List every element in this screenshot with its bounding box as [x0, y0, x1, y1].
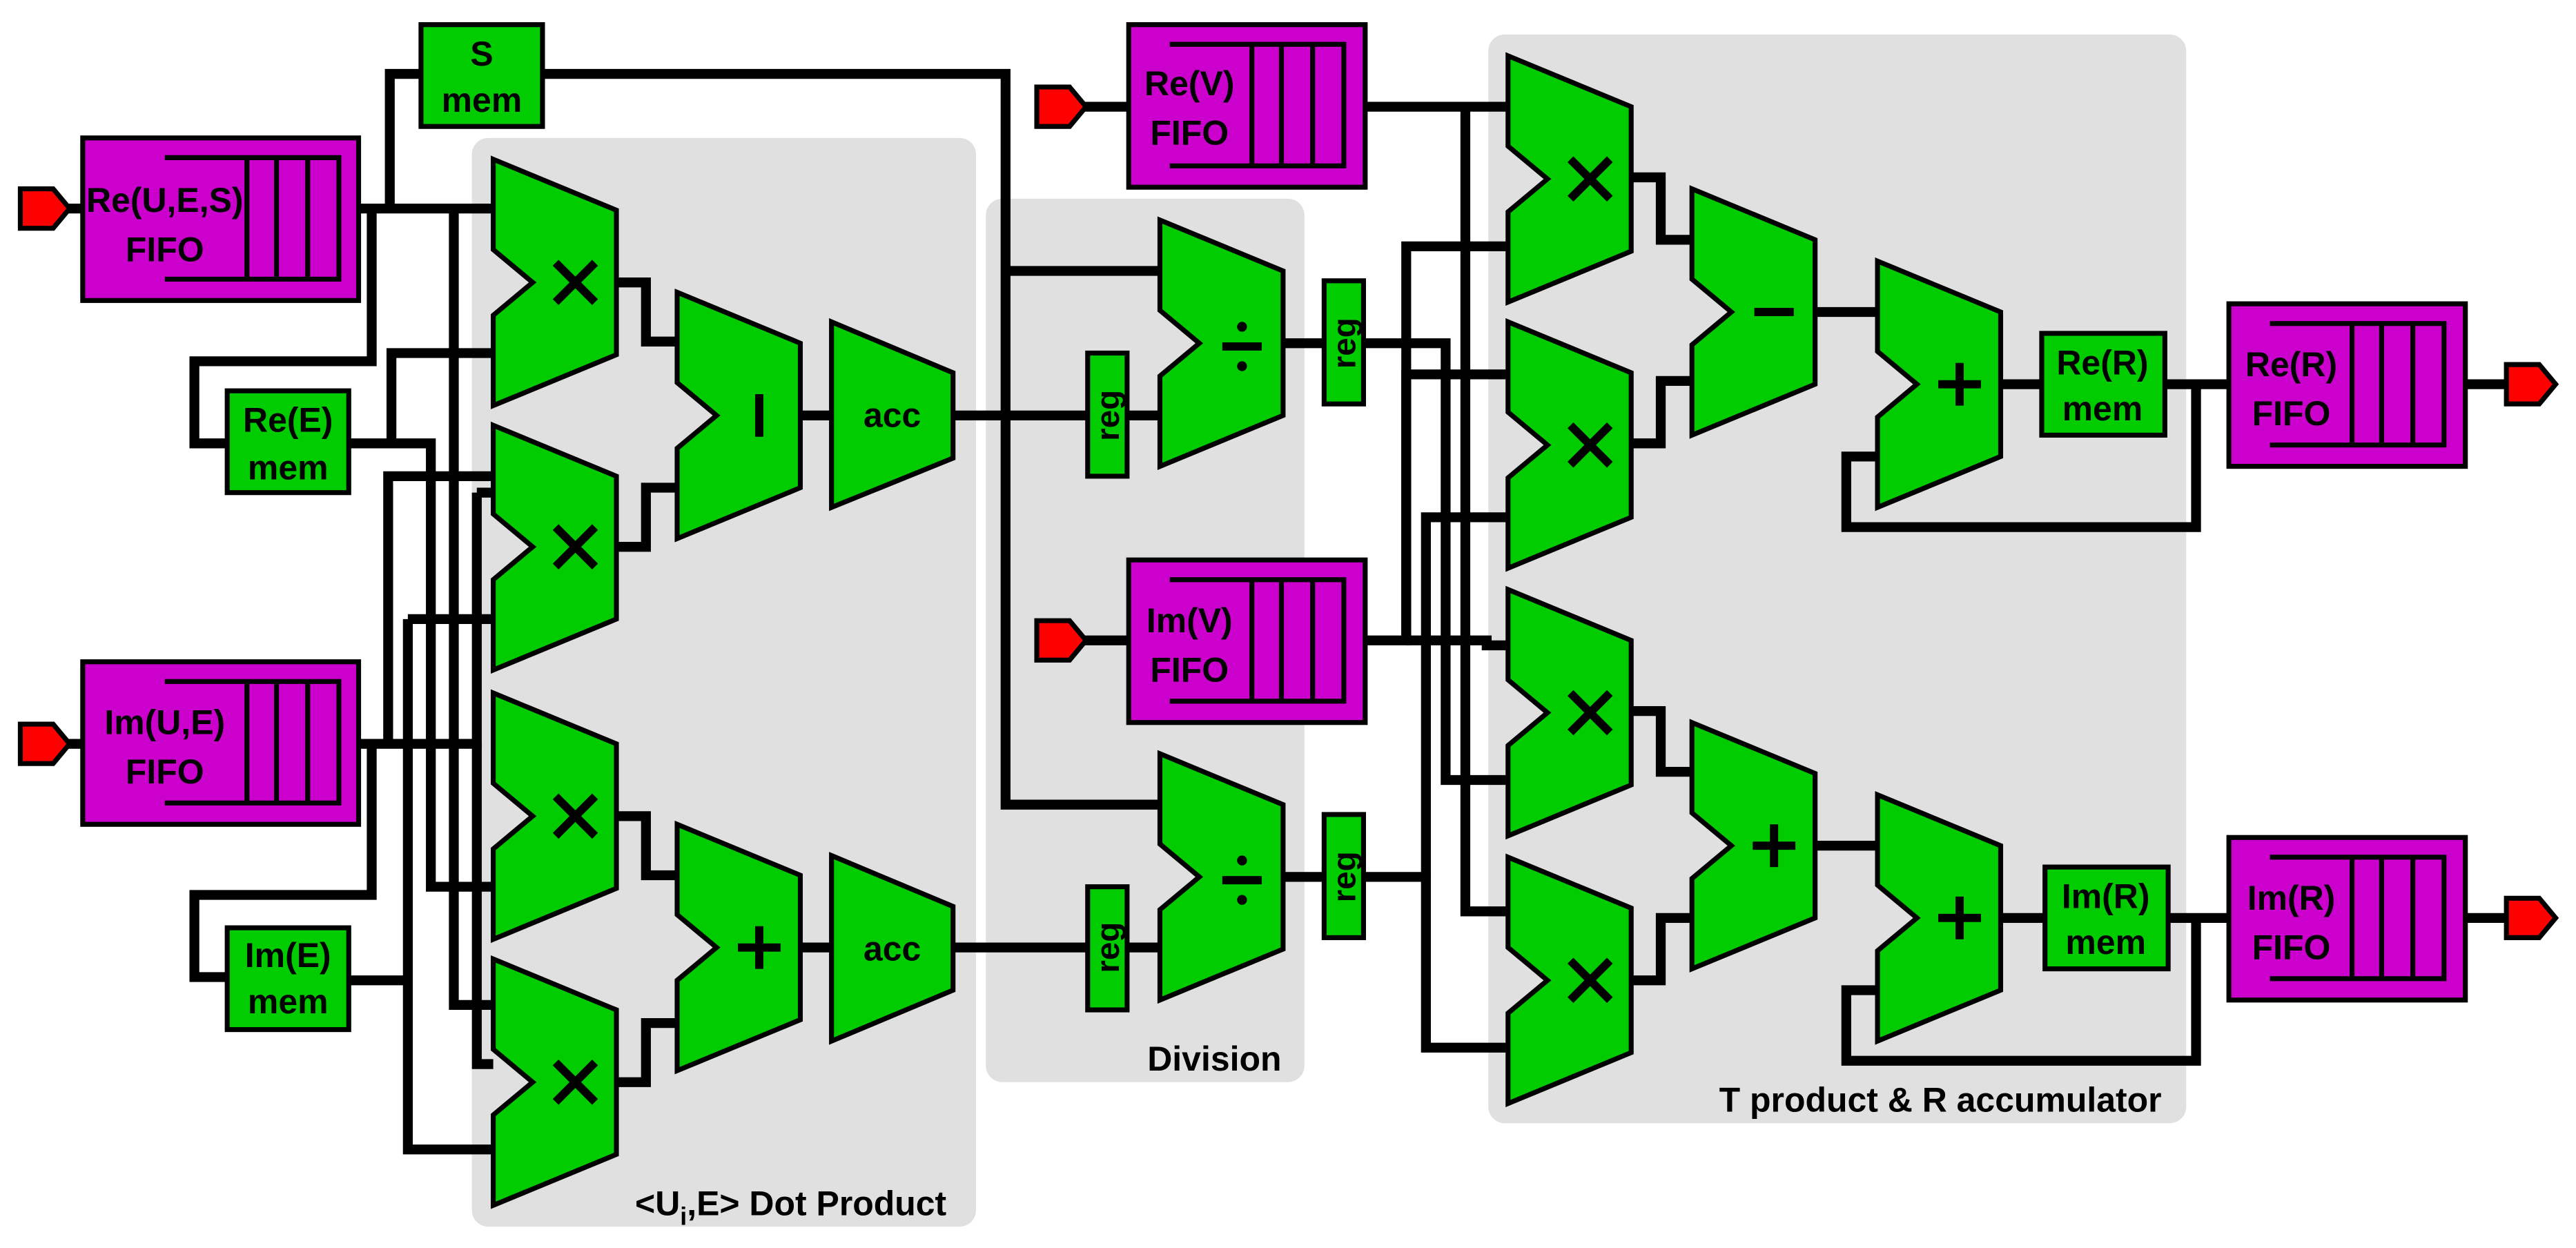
- multiplier-dot-2: [491, 421, 619, 674]
- mem-re-r-type: mem: [2062, 389, 2143, 428]
- multiplier-dot-4: [491, 955, 619, 1209]
- mem-s: S mem: [418, 22, 545, 129]
- mem-im-r: Im(R) mem: [2042, 864, 2171, 972]
- divider-top: [1157, 216, 1286, 470]
- fifo-im-v-name: Im(V): [1146, 601, 1233, 640]
- mem-s-name: S: [470, 35, 493, 73]
- mem-im-r-type: mem: [2065, 923, 2146, 962]
- mem-im-r-name: Im(R): [2062, 877, 2150, 916]
- fifo-re-ues: Re(U,E,S) FIFO: [80, 135, 362, 303]
- division-label: Division: [1147, 1040, 1281, 1078]
- fifo-im-ue: Im(U,E) FIFO: [80, 659, 362, 827]
- fifo-re-v-name: Re(V): [1144, 64, 1234, 103]
- accumulator-adder-im: [1875, 791, 2004, 1045]
- output-port-re-r: [2504, 362, 2559, 407]
- fifo-im-r: Im(R) FIFO: [2226, 835, 2468, 1003]
- input-port-im-v: [1034, 618, 1090, 663]
- accumulator-dot-re-label: acc: [863, 396, 921, 435]
- accumulator-dot-im: acc: [829, 852, 956, 1045]
- fifo-re-ues-type: FIFO: [126, 230, 204, 269]
- fifo-im-r-type: FIFO: [2252, 928, 2331, 966]
- fifo-re-ues-name: Re(U,E,S): [86, 181, 244, 220]
- reg-div-bottom-label: reg: [1327, 851, 1363, 902]
- multiplier-dot-1: [491, 155, 619, 409]
- reg-div-top-label: reg: [1327, 318, 1363, 369]
- adder-t: [1689, 719, 1818, 973]
- fifo-im-v: Im(V) FIFO: [1126, 557, 1368, 725]
- dot-product-label: <Ui,E> Dot Product: [635, 1184, 946, 1230]
- mem-re-e: Re(E) mem: [224, 388, 351, 496]
- input-port-im-ue: [17, 721, 73, 766]
- mem-im-e-type: mem: [248, 982, 329, 1021]
- input-port-re-v: [1034, 84, 1090, 129]
- accumulator-adder-re: [1875, 257, 2004, 511]
- mem-im-e-name: Im(E): [245, 936, 331, 975]
- fifo-re-r-type: FIFO: [2252, 394, 2331, 433]
- multiplier-t-2: [1505, 318, 1634, 572]
- fifo-im-v-type: FIFO: [1150, 650, 1229, 689]
- fifo-re-r: Re(R) FIFO: [2226, 301, 2468, 469]
- reg-div-bottom: reg: [1321, 812, 1366, 940]
- multiplier-t-1: [1505, 52, 1634, 306]
- mem-s-type: mem: [442, 81, 523, 119]
- fifo-re-v: Re(V) FIFO: [1126, 22, 1368, 190]
- subtractor-dot: [674, 289, 803, 543]
- accumulator-dot-re: acc: [829, 318, 956, 511]
- input-port-re-ues: [17, 186, 73, 231]
- mem-re-r-name: Re(R): [2056, 343, 2148, 382]
- fifo-im-ue-type: FIFO: [126, 752, 204, 791]
- multiplier-dot-3: [491, 689, 619, 944]
- t-product-label: T product & R accumulator: [1719, 1081, 2162, 1120]
- multiplier-t-3: [1505, 585, 1634, 840]
- adder-dot: [674, 820, 803, 1075]
- mem-im-e: Im(E) mem: [224, 925, 351, 1033]
- divider-bottom: [1157, 750, 1286, 1004]
- reg-div-top: reg: [1321, 278, 1366, 407]
- fifo-re-v-type: FIFO: [1150, 113, 1229, 152]
- mem-re-e-type: mem: [248, 449, 329, 487]
- fifo-re-r-name: Re(R): [2245, 345, 2337, 384]
- reg-dot-re: reg: [1085, 350, 1130, 479]
- reg-dot-re-label: reg: [1090, 390, 1126, 441]
- accumulator-dot-im-label: acc: [863, 930, 921, 968]
- ports: [17, 84, 2559, 940]
- wires: [66, 68, 2507, 1155]
- fifo-im-r-name: Im(R): [2247, 879, 2336, 917]
- region-t-product: T product & R accumulator: [1488, 34, 2187, 1124]
- output-port-im-r: [2504, 895, 2559, 940]
- mem-re-r: Re(R) mem: [2039, 331, 2167, 438]
- mem-re-e-name: Re(E): [243, 401, 333, 440]
- multiplier-t-4: [1505, 853, 1634, 1107]
- subtractor-t: [1689, 185, 1818, 439]
- reg-dot-im-label: reg: [1090, 922, 1126, 973]
- reg-dot-im: reg: [1085, 884, 1130, 1013]
- fifo-im-ue-name: Im(U,E): [104, 703, 225, 741]
